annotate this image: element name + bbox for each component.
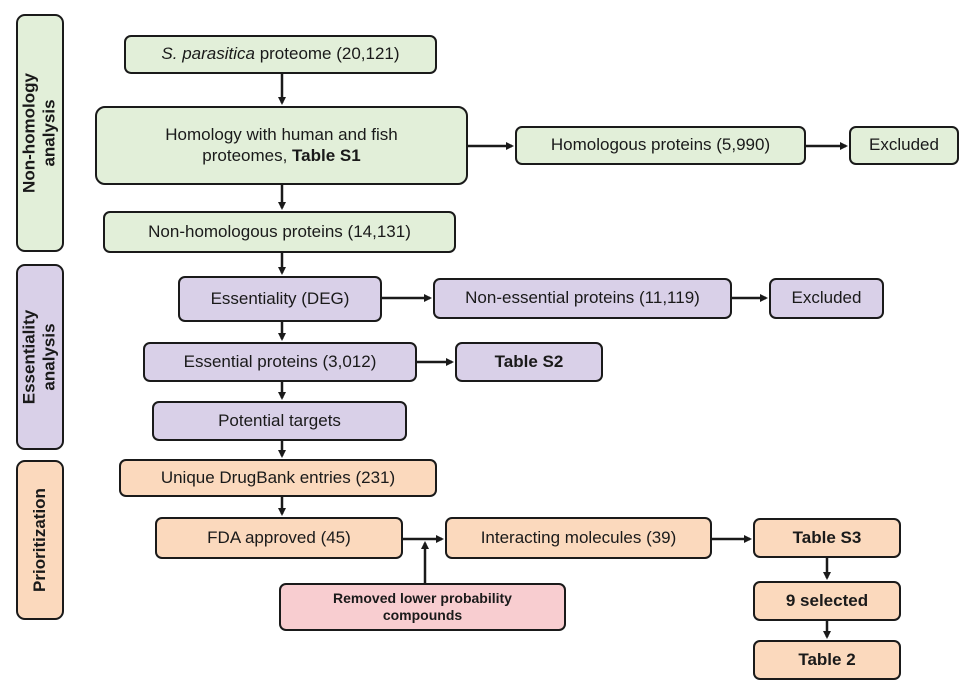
- non-homologous-proteins-box: Non-homologous proteins (14,131): [103, 211, 456, 253]
- fda-approved-box: FDA approved (45): [155, 517, 403, 559]
- table-2-box: Table 2: [753, 640, 901, 680]
- species-name: S. parasitica: [161, 44, 255, 64]
- potential-targets-box: Potential targets: [152, 401, 407, 441]
- excluded-box-1: Excluded: [849, 126, 959, 165]
- essentiality-deg-box: Essentiality (DEG): [178, 276, 382, 322]
- table-s1-ref: Table S1: [292, 145, 361, 165]
- table-s3-box: Table S3: [753, 518, 901, 558]
- homology-box: Homology with human and fish proteomes, …: [95, 106, 468, 185]
- removed-compounds-box: Removed lower probability compounds: [279, 583, 566, 631]
- prioritization-label-box: Prioritization: [16, 460, 64, 620]
- interacting-molecules-box: Interacting molecules (39): [445, 517, 712, 559]
- drugbank-entries-box: Unique DrugBank entries (231): [119, 459, 437, 497]
- homologous-proteins-box: Homologous proteins (5,990): [515, 126, 806, 165]
- proteome-box: S. parasitica proteome (20,121): [124, 35, 437, 74]
- homology-line1: Homology with human and fish: [165, 125, 398, 145]
- excluded-box-2: Excluded: [769, 278, 884, 319]
- essential-proteins-box: Essential proteins (3,012): [143, 342, 417, 382]
- non-essential-proteins-box: Non-essential proteins (11,119): [433, 278, 732, 319]
- nine-selected-box: 9 selected: [753, 581, 901, 621]
- table-s2-box: Table S2: [455, 342, 603, 382]
